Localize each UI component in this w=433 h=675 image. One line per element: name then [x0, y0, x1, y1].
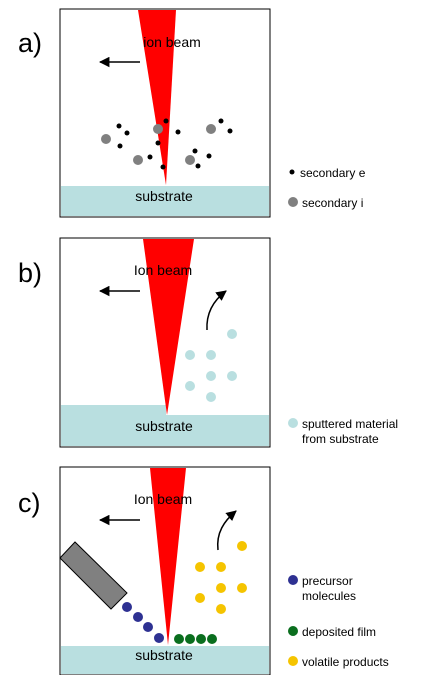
secondary-ion: [206, 124, 216, 134]
secondary-electron: [147, 154, 153, 160]
substrate-b: [61, 405, 269, 446]
volatile-product: [216, 604, 226, 614]
ion-beam-c: [150, 468, 186, 645]
sputtered-particle: [227, 371, 237, 381]
secondary-electron: [160, 164, 166, 170]
legend-label-volatile: volatile products: [302, 655, 389, 669]
secondary-electron: [117, 143, 123, 149]
beam-label-a: ion beam: [143, 34, 201, 50]
legend-c: precursor molecules deposited film volat…: [288, 574, 389, 669]
panel-letter-c: c): [18, 488, 41, 518]
precursor-molecule: [154, 633, 164, 643]
substrate-c: [61, 646, 269, 674]
legend-label-precursor-2: molecules: [302, 589, 356, 603]
precursor-molecule: [122, 602, 132, 612]
precursor-molecule: [133, 612, 143, 622]
secondary-electron: [116, 123, 122, 129]
secondary-electron: [175, 129, 181, 135]
precursor-molecule: [143, 622, 153, 632]
beam-label-b: Ion beam: [134, 262, 192, 278]
legend-b: sputtered material from substrate: [288, 417, 398, 446]
legend-swatch-volatile: [288, 656, 298, 666]
sputtered-particle: [227, 329, 237, 339]
legend-label-sputtered-2: from substrate: [302, 432, 379, 446]
legend-label-sputtered: sputtered material: [302, 417, 398, 431]
secondary-electron: [227, 128, 233, 134]
panel-b: b) Ion beam substrate sputtered material…: [18, 237, 398, 448]
sputtered-particle: [185, 350, 195, 360]
legend-label-film: deposited film: [302, 625, 376, 639]
volatile-product: [237, 583, 247, 593]
volatile-product: [195, 562, 205, 572]
ion-beam-a: [138, 10, 176, 185]
deposited-film-particle: [196, 634, 206, 644]
secondary-electron: [163, 118, 169, 124]
volatile-product: [195, 593, 205, 603]
secondary-electron: [206, 153, 212, 159]
sputtered-particle: [206, 350, 216, 360]
panel-a: a) ion beam substrate: [18, 8, 366, 218]
secondary-ion: [185, 155, 195, 165]
secondary-electron: [192, 148, 198, 154]
deposited-film-particle: [185, 634, 195, 644]
substrate-label-c: substrate: [135, 647, 193, 663]
legend-swatch-secondary-i: [288, 197, 298, 207]
volatile-product: [237, 541, 247, 551]
legend-label-precursor: precursor: [302, 574, 353, 588]
substrate-label-a: substrate: [135, 188, 193, 204]
sputtered-particle: [206, 392, 216, 402]
gas-injection-nozzle: [59, 541, 128, 610]
secondary-electron: [124, 130, 130, 136]
volatile-product: [216, 583, 226, 593]
legend-label-secondary-e: secondary e: [300, 166, 366, 180]
substrate-a: [61, 186, 269, 216]
legend-swatch-film: [288, 626, 298, 636]
panel-letter-b: b): [18, 258, 42, 288]
secondary-ion: [133, 155, 143, 165]
deposited-film-particle: [174, 634, 184, 644]
panel-c: c) Ion beam substrate precurs: [18, 466, 389, 675]
secondary-ion: [153, 124, 163, 134]
legend-a: secondary e secondary i: [288, 166, 366, 210]
sputtered-particle: [206, 371, 216, 381]
legend-swatch-sputtered: [288, 418, 298, 428]
secondary-electron: [218, 118, 224, 124]
sputtered-particle: [185, 381, 195, 391]
particles-a: [101, 118, 233, 170]
secondary-electron: [195, 163, 201, 169]
deposited-film-particle: [207, 634, 217, 644]
secondary-electron: [155, 140, 161, 146]
panel-letter-a: a): [18, 28, 42, 58]
legend-label-secondary-i: secondary i: [302, 196, 363, 210]
ejection-arrow-b: [206, 290, 227, 331]
ion-beam-b: [143, 239, 194, 415]
ejection-arrow-c: [216, 510, 237, 551]
substrate-label-b: substrate: [135, 418, 193, 434]
volatile-product: [216, 562, 226, 572]
particles-b: [185, 329, 237, 402]
legend-swatch-secondary-e: [289, 169, 295, 175]
beam-label-c: Ion beam: [134, 491, 192, 507]
secondary-ion: [101, 134, 111, 144]
legend-swatch-precursor: [288, 575, 298, 585]
particles-c: [122, 541, 247, 644]
